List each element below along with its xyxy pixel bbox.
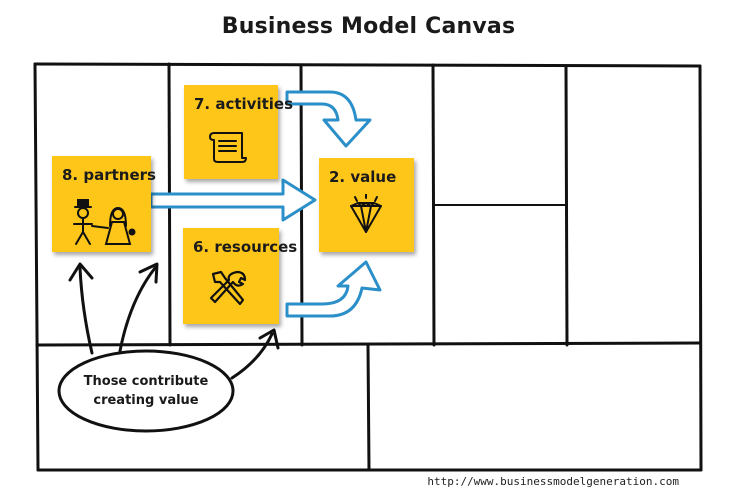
note-value: 2. value [319,158,414,252]
note-resources: 6. resources [183,228,297,324]
speech-bubble [57,349,235,433]
note-activities: 7. activities [184,85,293,179]
note-partners: 8. partners [52,156,156,252]
note-resources-label: 6. resources [193,238,298,256]
diamond-icon [350,194,382,233]
scroll-list-icon [209,132,247,163]
tools-icon [209,270,247,306]
footer-url[interactable]: http://www.businessmodelgeneration.com [427,475,679,488]
arrow-resources-to-value [285,260,382,318]
arrow-activities-to-value [285,90,372,148]
note-activities-label: 7. activities [194,95,294,113]
speech-line-1: Those contribute [83,374,209,389]
note-value-label: 2. value [329,168,397,186]
speech-line-2: creating value [93,393,199,408]
note-partners-label: 8. partners [62,166,156,184]
page-title: Business Model Canvas [221,14,516,39]
arrow-partners-to-value [149,178,317,222]
couple-icon [73,199,136,245]
speech-bubble-text: Those contribute creating value [78,372,214,410]
